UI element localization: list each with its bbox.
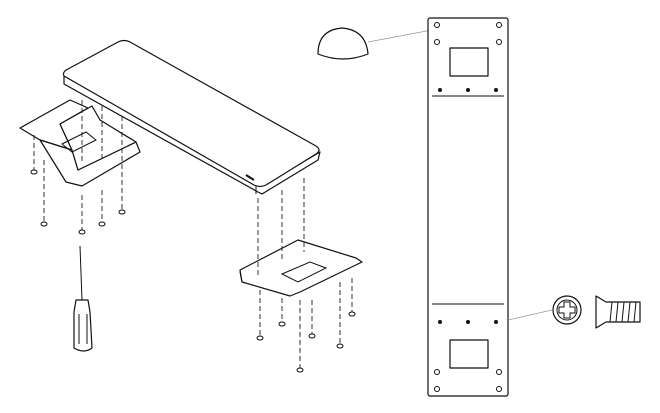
screwdriver-icon xyxy=(73,245,93,352)
left-bracket xyxy=(19,99,141,187)
phillips-screw-head-icon xyxy=(552,295,582,325)
mounting-plate xyxy=(427,17,553,397)
flat-head-screw-icon xyxy=(595,295,641,329)
right-bracket xyxy=(239,239,363,297)
shelf-board xyxy=(62,39,321,195)
screws xyxy=(30,169,356,373)
screw-guides xyxy=(33,100,353,368)
dome-bumper xyxy=(317,27,433,60)
